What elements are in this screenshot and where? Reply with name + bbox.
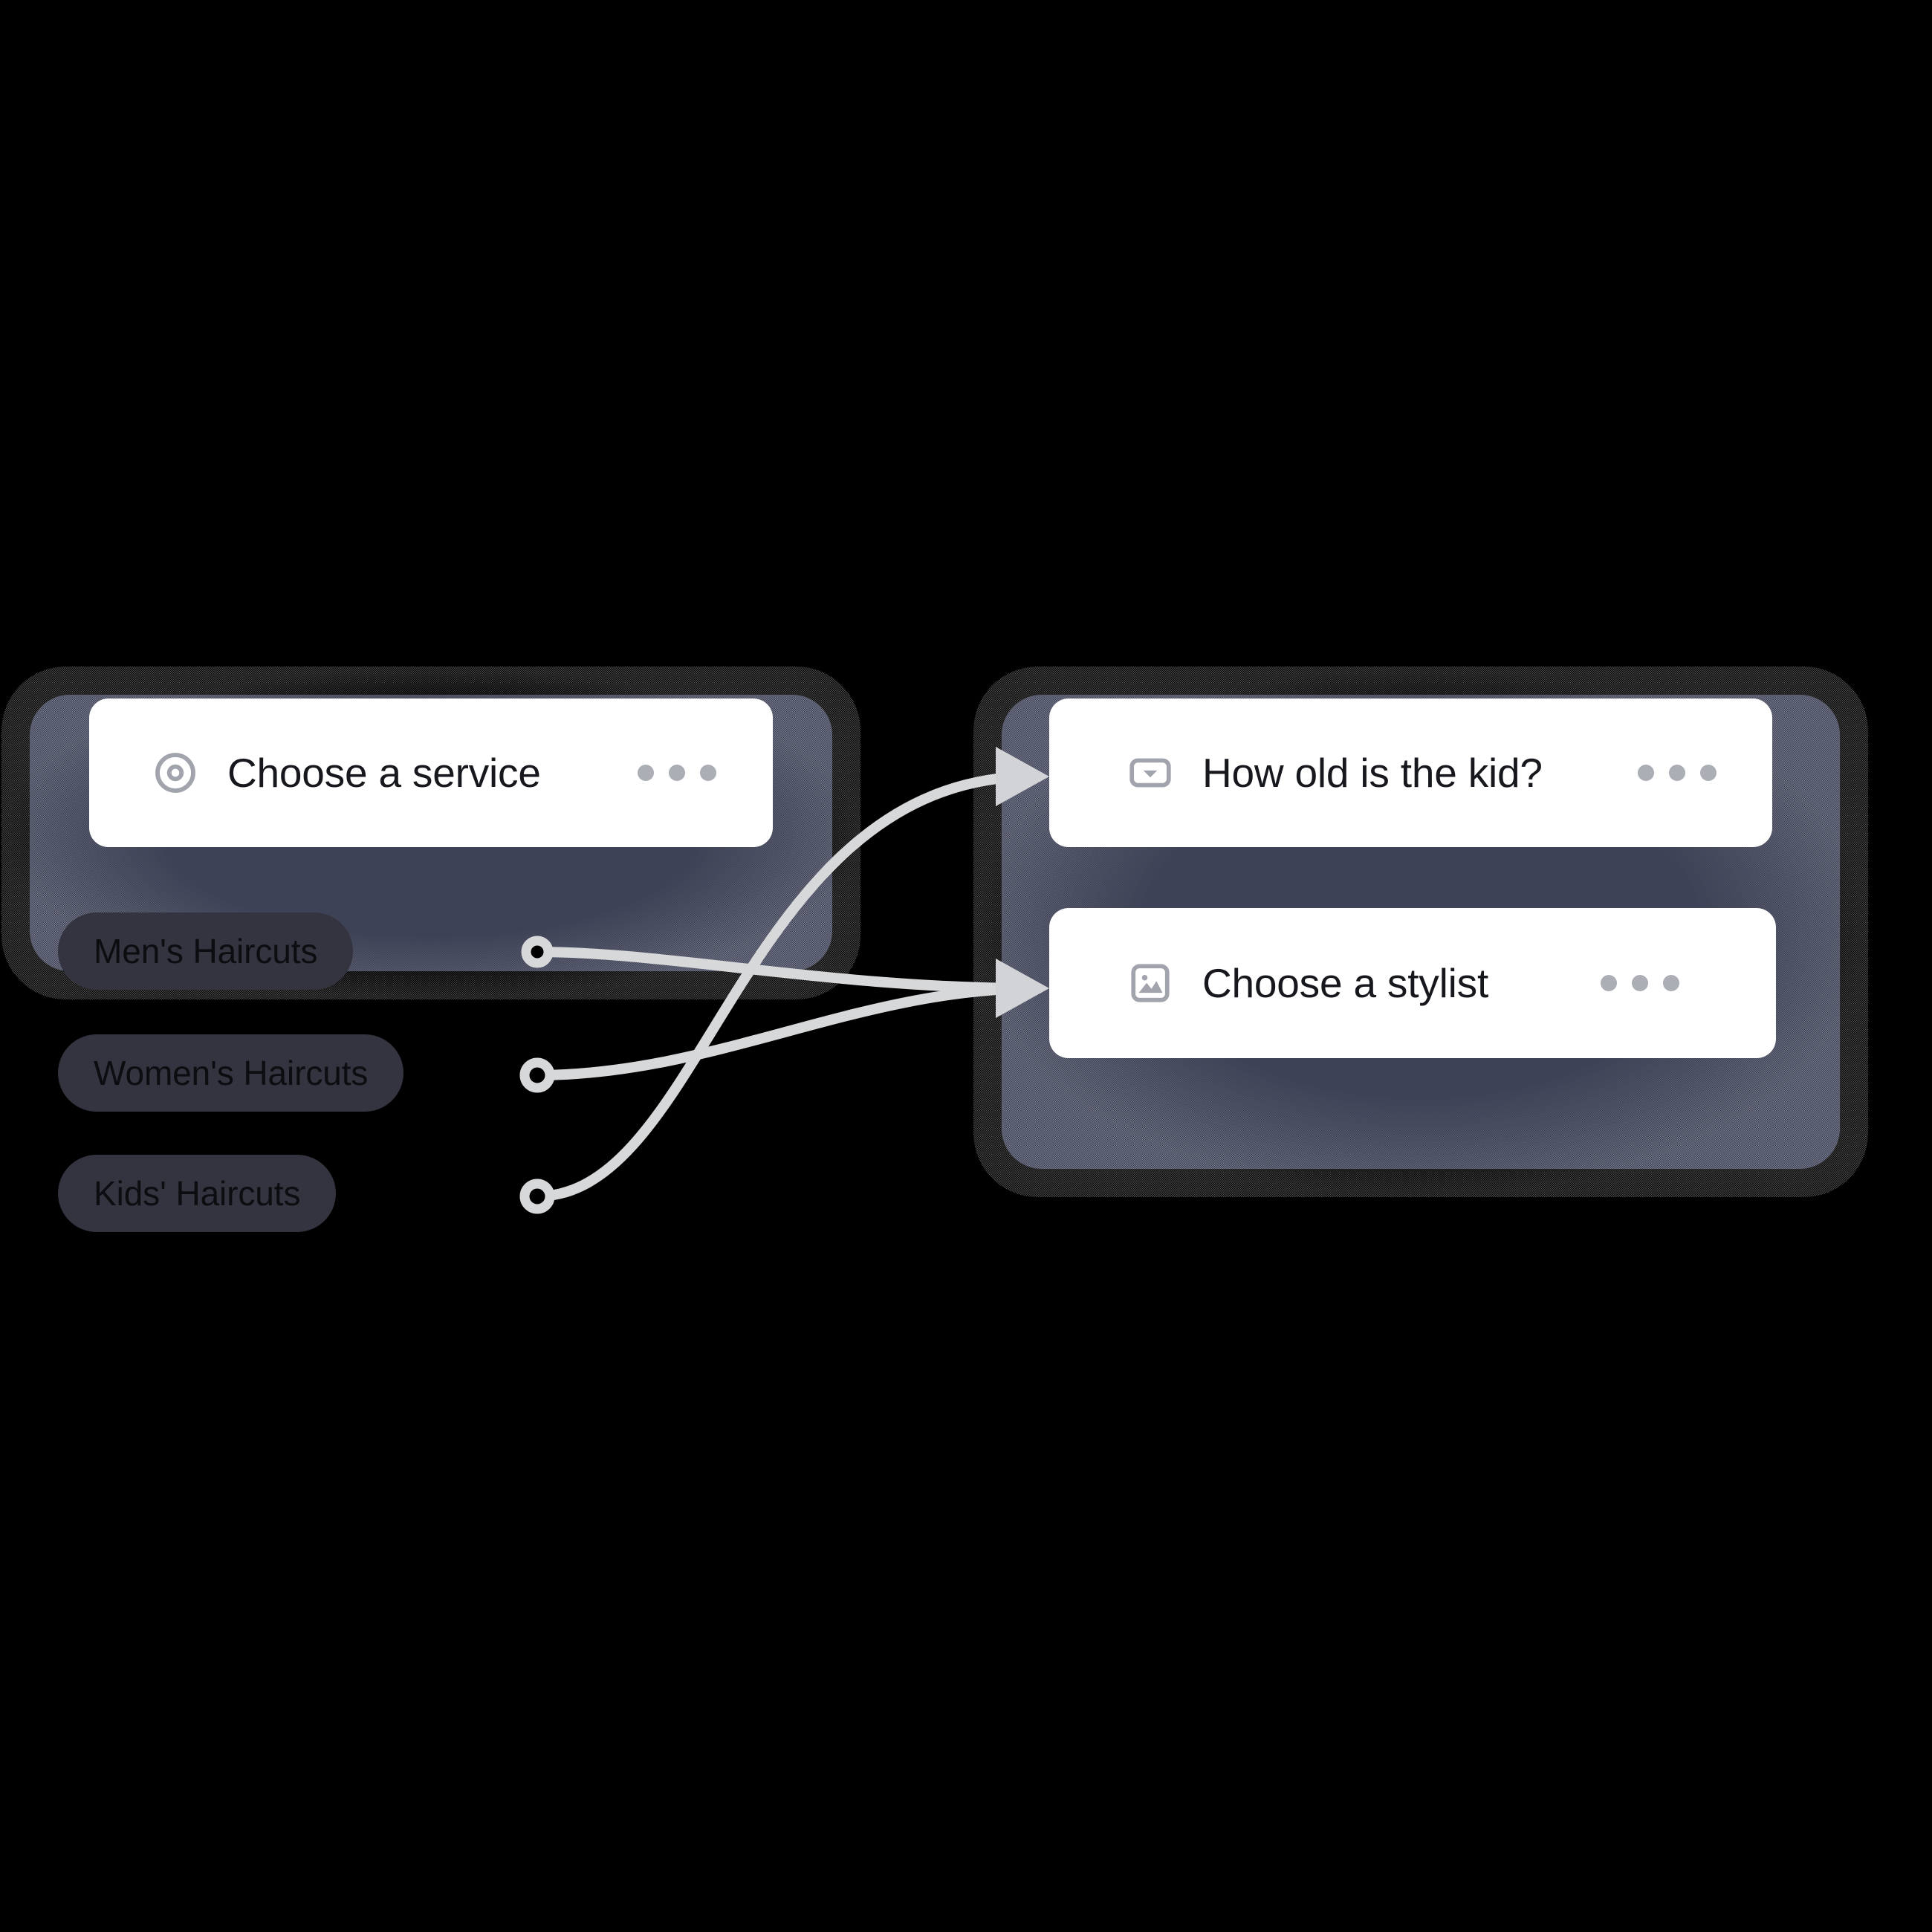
menu-dot <box>1601 975 1617 991</box>
radio-target-icon <box>152 749 199 797</box>
option-chip-mens-haircuts[interactable]: Men's Haircuts <box>58 912 354 990</box>
node-card-how-old-is-the-kid[interactable]: How old is the kid? <box>1049 698 1772 847</box>
node-title: How old is the kid? <box>1202 749 1543 796</box>
menu-dot <box>1663 975 1679 991</box>
menu-dot <box>638 765 654 781</box>
source-port-kids-haircuts[interactable] <box>519 1179 555 1214</box>
overflow-menu-icon[interactable] <box>1638 765 1717 781</box>
option-chip-kids-haircuts[interactable]: Kids' Haircuts <box>58 1155 337 1232</box>
source-port-womens-haircuts[interactable] <box>519 1057 555 1093</box>
option-chip-label: Women's Haircuts <box>94 1054 369 1092</box>
image-picker-icon <box>1127 959 1174 1007</box>
menu-dot <box>1700 765 1717 781</box>
overflow-menu-icon[interactable] <box>638 765 716 781</box>
dropdown-select-icon <box>1127 749 1174 797</box>
menu-dot <box>700 765 716 781</box>
option-chip-womens-haircuts[interactable]: Women's Haircuts <box>58 1034 404 1112</box>
node-title: Choose a stylist <box>1202 959 1489 1006</box>
menu-dot <box>1632 975 1648 991</box>
option-chip-label: Kids' Haircuts <box>94 1174 301 1213</box>
menu-dot <box>669 765 685 781</box>
node-card-choose-a-stylist[interactable]: Choose a stylist <box>1049 908 1776 1058</box>
menu-dot <box>1669 765 1685 781</box>
option-chip-label: Men's Haircuts <box>94 932 318 970</box>
node-title: Choose a service <box>227 749 541 796</box>
menu-dot <box>1638 765 1654 781</box>
connector-womens-to-stylist[interactable] <box>532 983 1038 1080</box>
node-card-choose-a-service[interactable]: Choose a service <box>89 698 773 847</box>
overflow-menu-icon[interactable] <box>1601 975 1679 991</box>
